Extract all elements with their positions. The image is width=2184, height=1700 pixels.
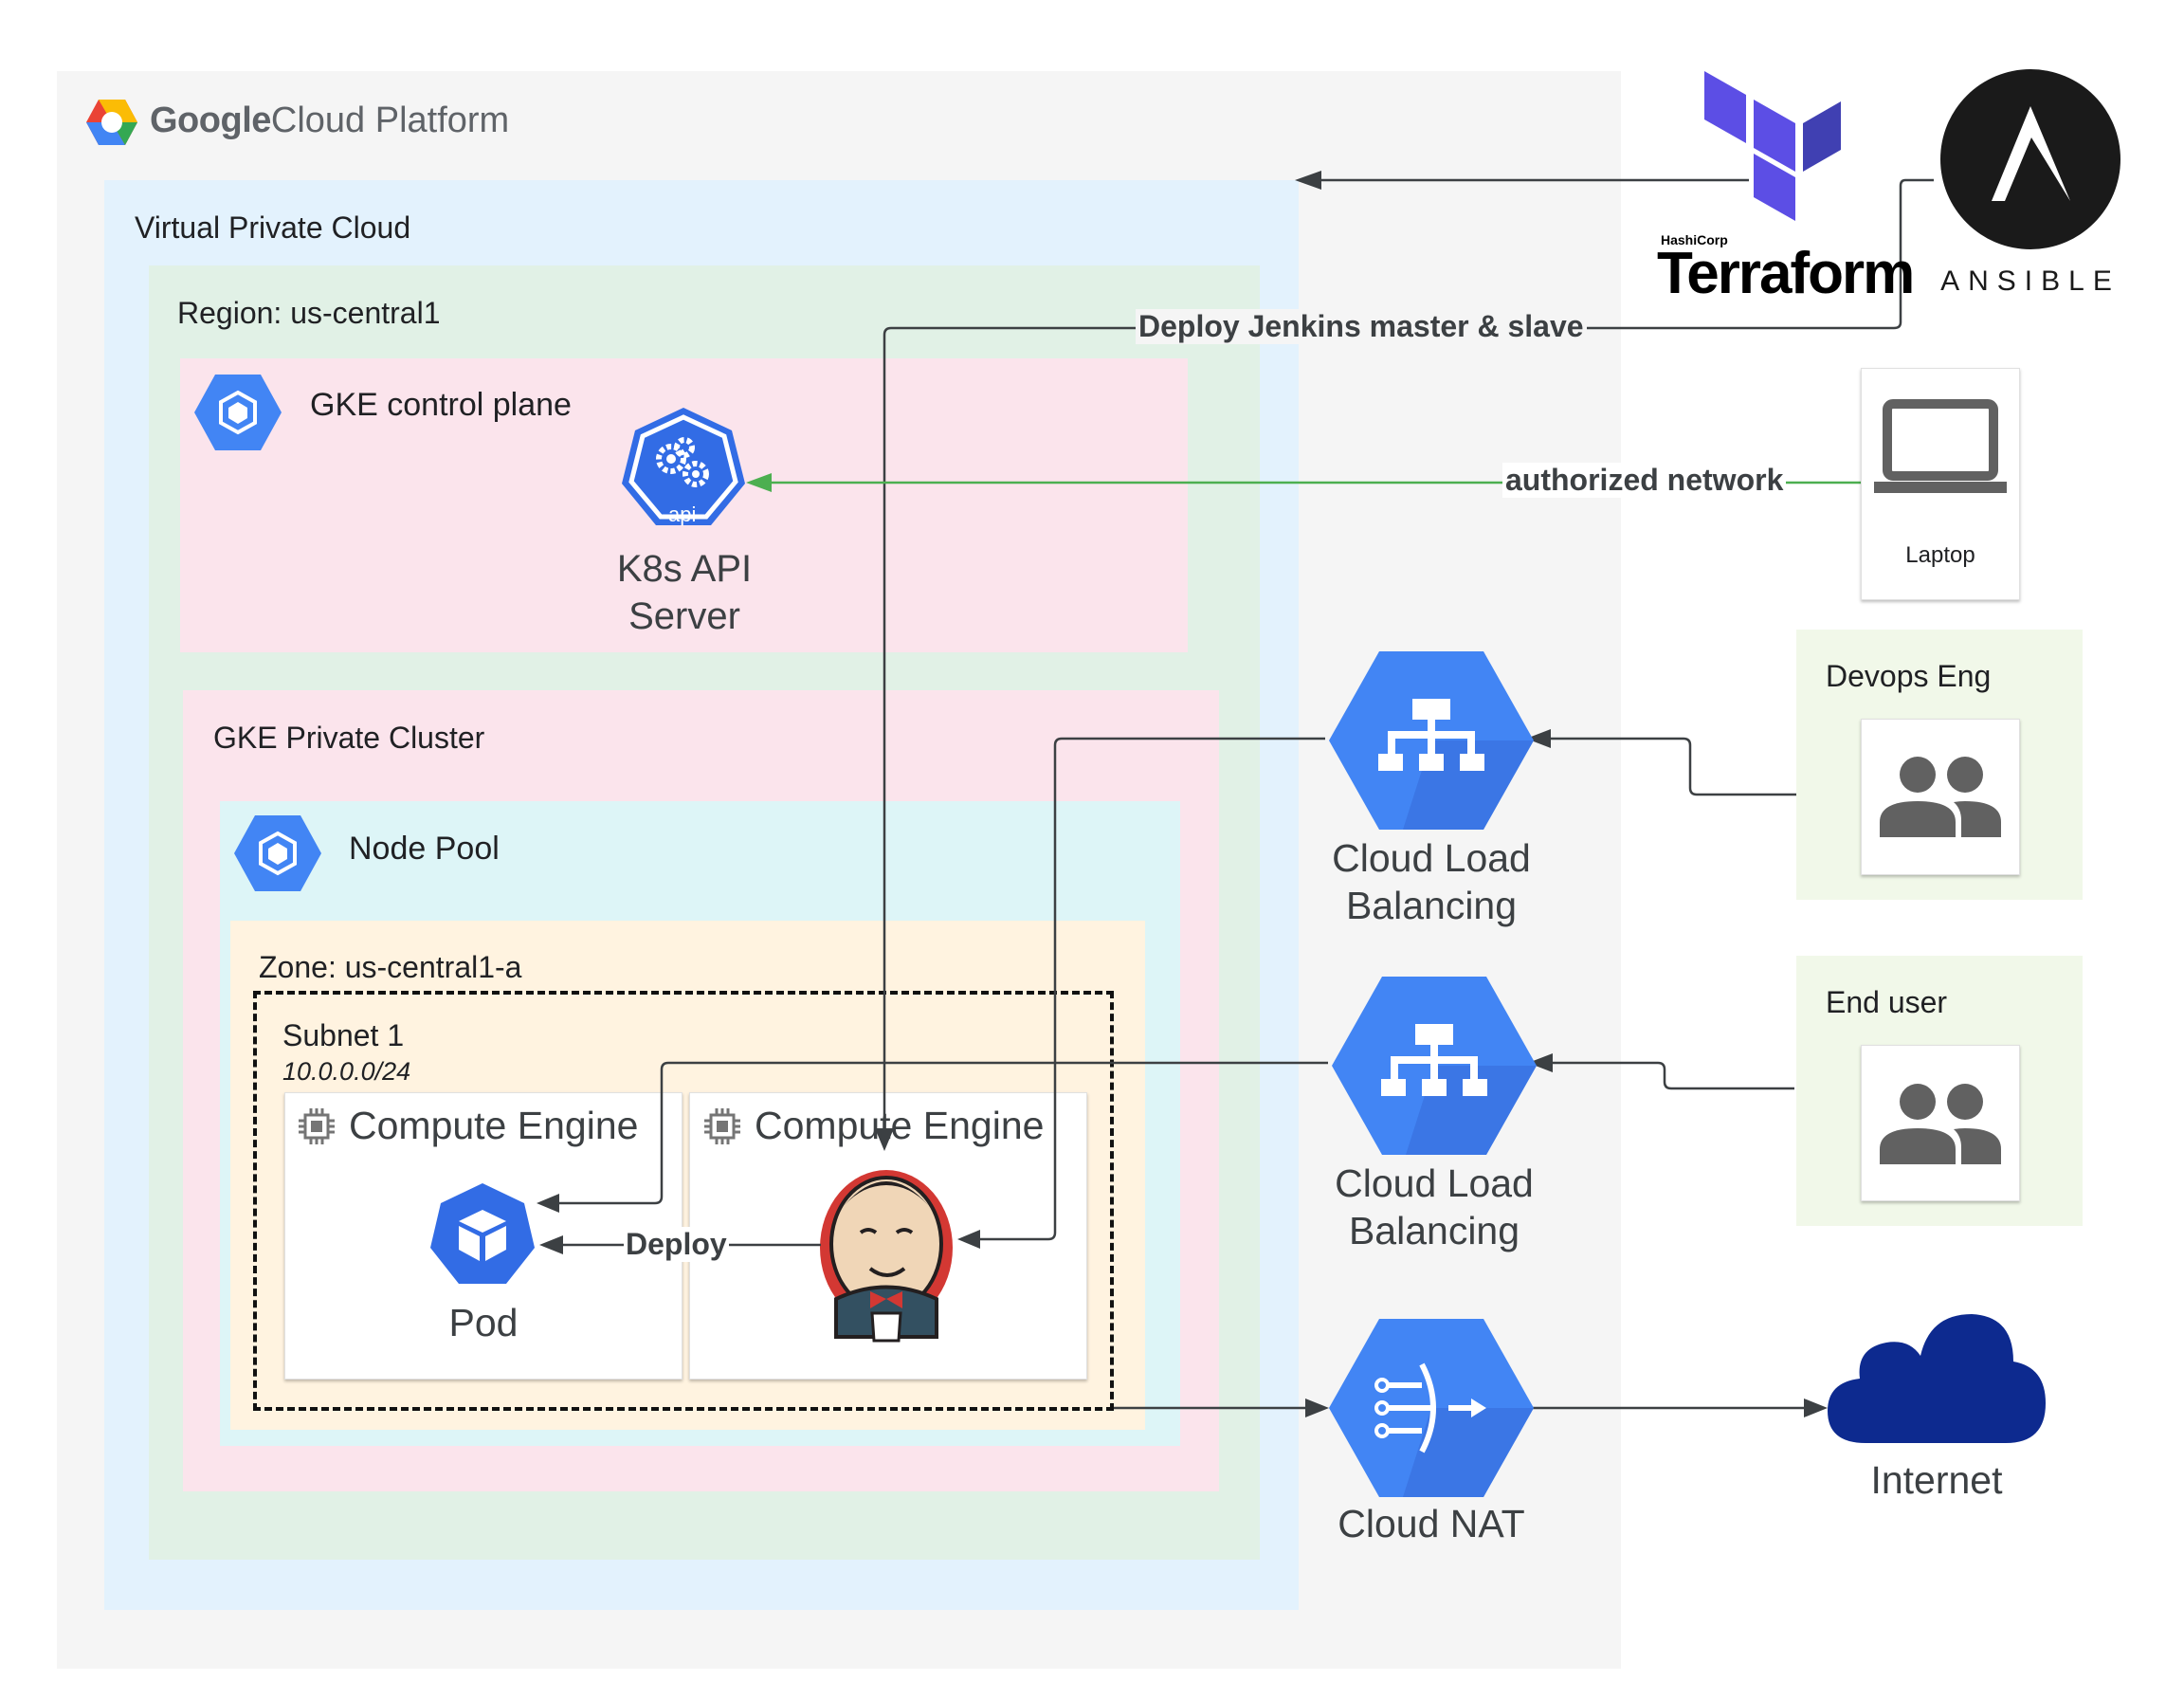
ansible-icon: [1940, 69, 2120, 249]
end-user-card: [1861, 1045, 2020, 1201]
devops-to-lb1-edge: [1534, 737, 1858, 796]
lb1-label-line1: Cloud Load: [1332, 836, 1531, 880]
lb1-to-jenkins-edge: [965, 737, 1325, 1241]
end-user-to-lb2-edge: [1536, 1061, 1794, 1090]
k8s-api-badge: api: [668, 503, 697, 526]
compute-engine-chip-icon: [704, 1108, 740, 1144]
control-plane-label: GKE control plane: [310, 387, 572, 423]
arrowhead: [539, 1235, 563, 1254]
arrowhead: [1804, 1398, 1828, 1417]
internet-label: Internet: [1870, 1458, 2003, 1502]
cloud-icon: [1828, 1314, 2046, 1443]
subnet-cidr: 10.0.0.0/24: [282, 1057, 411, 1086]
nat-label: Cloud NAT: [1338, 1502, 1525, 1545]
lb2-label-line2: Balancing: [1348, 1209, 1520, 1252]
edge-label-authorized-network: authorized network: [1502, 463, 1787, 498]
compute-engine-chip-icon: [299, 1108, 335, 1144]
edge-label-deploy: Deploy: [624, 1227, 729, 1262]
arrowhead: [1305, 1398, 1329, 1417]
k8s-api-icon: [622, 408, 745, 525]
arrowhead: [1526, 729, 1551, 748]
arrowhead: [1528, 1053, 1553, 1072]
gke-icon: [194, 375, 282, 450]
load-balancer-icon: [1329, 651, 1534, 830]
arrowhead: [957, 1230, 980, 1249]
arrowhead: [875, 1128, 894, 1151]
devops-card: [1861, 719, 2020, 875]
vpc-label: Virtual Private Cloud: [135, 210, 411, 245]
ansible-to-jenkins-edge: [883, 178, 1934, 1142]
node-pool-label: Node Pool: [349, 831, 500, 867]
laptop-label: Laptop: [1905, 542, 1975, 568]
devops-label: Devops Eng: [1826, 659, 1992, 693]
k8s-api-label-line1: K8s API: [616, 548, 753, 590]
compute-engine-label-2: Compute Engine: [755, 1104, 1045, 1147]
gcp-title: GoogleCloud Platform: [150, 101, 509, 141]
arrowhead: [537, 1194, 559, 1213]
laptop-icon: [1874, 399, 2007, 493]
users-icon: [1880, 1084, 2001, 1164]
cloud-nat-icon: [1329, 1319, 1534, 1497]
lb2-label-line1: Cloud Load: [1335, 1161, 1534, 1205]
terraform-label: Terraform: [1657, 241, 1915, 306]
jenkins-icon: [820, 1170, 953, 1343]
gcp-title-google: Google: [150, 101, 271, 140]
subnet-container: [253, 991, 1114, 1411]
load-balancer-icon: [1332, 977, 1537, 1155]
gcp-logo-icon: [86, 100, 137, 145]
compute-engine-label-1: Compute Engine: [349, 1104, 639, 1147]
terraform-icon: [1704, 71, 1841, 221]
zone-label: Zone: us-central1-a: [259, 950, 522, 984]
pod-label: Pod: [448, 1301, 519, 1344]
arrowhead: [746, 473, 772, 492]
end-user-label: End user: [1826, 985, 1948, 1019]
subnet-label: Subnet 1: [282, 1018, 405, 1052]
gcp-title-rest: Cloud Platform: [270, 101, 510, 140]
arrowhead: [1295, 171, 1321, 190]
region-label: Region: us-central1: [177, 296, 441, 330]
ansible-label: ANSIBLE: [1940, 265, 2120, 297]
node-pool-gke-icon: [234, 815, 321, 891]
k8s-api-label-line2: Server: [628, 595, 740, 637]
users-icon: [1880, 757, 2001, 837]
cluster-label: GKE Private Cluster: [213, 721, 485, 755]
lb1-label-line2: Balancing: [1345, 884, 1518, 927]
pod-icon: [430, 1183, 535, 1284]
terraform-hashicorp-label: HashiCorp: [1661, 232, 1728, 247]
lb2-to-pod-edge: [544, 1061, 1328, 1205]
edge-label-deploy-jenkins: Deploy Jenkins master & slave: [1136, 309, 1587, 344]
